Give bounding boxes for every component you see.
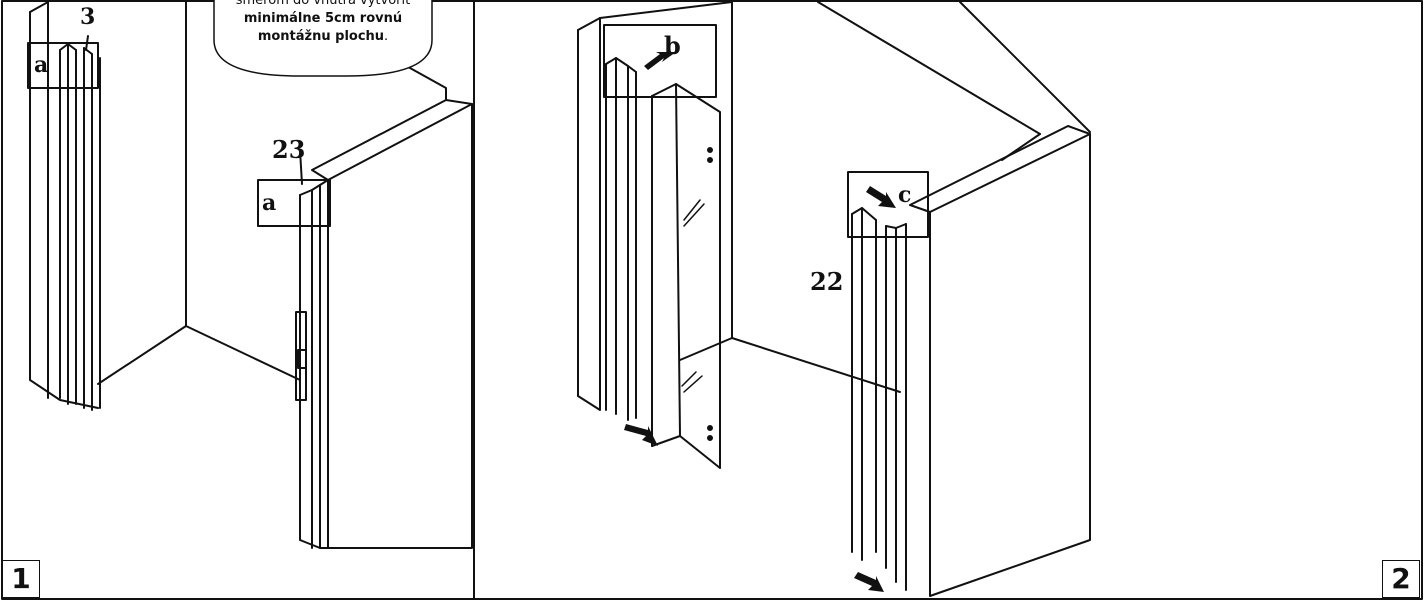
arrow-left-bottom bbox=[624, 424, 658, 446]
callout-line-1: smerom do vnútra vytvoriť bbox=[235, 0, 411, 8]
profile-b bbox=[605, 57, 637, 421]
label-detail-a-left: a bbox=[34, 52, 48, 78]
arrow-b bbox=[644, 52, 676, 70]
callout-line-3-bold: montážnu plochu bbox=[257, 29, 385, 44]
panel-number-2: 2 bbox=[1382, 560, 1420, 598]
label-part-22: 22 bbox=[810, 267, 843, 296]
profile-23 bbox=[299, 184, 321, 549]
handle-piece bbox=[295, 311, 307, 401]
arrow-down-right bbox=[854, 572, 884, 592]
profile-3 bbox=[59, 43, 101, 411]
detail-box-a-left bbox=[27, 42, 99, 89]
label-detail-a-right: a bbox=[262, 190, 276, 216]
label-detail-b: b bbox=[664, 31, 681, 60]
wall-left-block bbox=[577, 17, 601, 411]
wall-block-right-2 bbox=[929, 133, 1091, 597]
label-part-3: 3 bbox=[80, 4, 95, 30]
wall-block-right bbox=[327, 103, 473, 549]
glass-panel bbox=[651, 83, 721, 469]
callout-line-2: minimálne 5cm rovnú bbox=[243, 11, 403, 26]
panel-number-1: 1 bbox=[2, 560, 40, 598]
label-detail-c: c bbox=[898, 182, 911, 208]
detail-box-b bbox=[603, 24, 717, 98]
wall-left-edge bbox=[29, 11, 99, 409]
callout-bubble bbox=[213, 0, 433, 77]
panel-2-frame bbox=[473, 0, 1423, 600]
detail-box-c bbox=[847, 171, 929, 238]
detail-box-a-right bbox=[257, 179, 331, 227]
label-part-23: 23 bbox=[272, 135, 305, 164]
callout-line-3: montážnu plochu. bbox=[214, 28, 432, 46]
profile-22 bbox=[851, 207, 907, 591]
arrow-c bbox=[866, 186, 896, 208]
callout-text: smerom do vnútra vytvoriť minimálne 5cm … bbox=[214, 0, 432, 76]
panel-1-frame bbox=[1, 0, 475, 600]
callout-line-3-end: . bbox=[384, 29, 389, 44]
